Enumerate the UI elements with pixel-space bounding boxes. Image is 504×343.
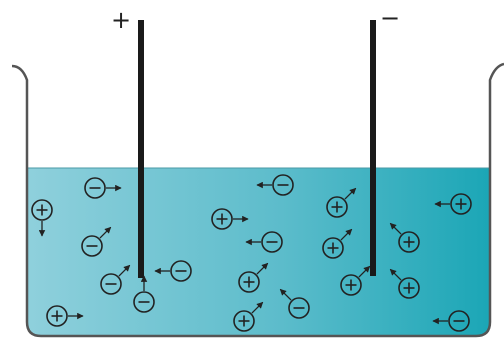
- cathode-electrode: [370, 20, 376, 276]
- anode-sign-label: +: [111, 6, 131, 34]
- cation-ion-circle: [340, 274, 362, 296]
- cation-ion: [389, 222, 420, 253]
- cation-ion-circle: [398, 231, 420, 253]
- anion-ion-circle: [288, 297, 310, 319]
- motion-arrow-icon: [99, 226, 112, 239]
- anode-electrode: [138, 20, 144, 278]
- motion-arrow-icon: [251, 301, 264, 314]
- motion-arrow-icon: [389, 222, 402, 235]
- anion-ion-circle: [84, 177, 106, 199]
- anion-ion-circle: [100, 273, 122, 295]
- cation-ion-circle: [238, 271, 260, 293]
- cation-ion-circle: [31, 199, 53, 221]
- anion-ion-circle: [448, 310, 470, 332]
- cation-ion-circle: [326, 196, 348, 218]
- cation-ion: [211, 208, 249, 230]
- anion-ion-circle: [81, 235, 103, 257]
- cation-ion-circle: [450, 193, 472, 215]
- anion-ion: [100, 264, 131, 295]
- anion-ion: [432, 310, 470, 332]
- anion-ion: [245, 231, 283, 253]
- motion-arrow-icon: [279, 288, 292, 301]
- anion-ion-circle: [170, 260, 192, 282]
- motion-arrow-icon: [358, 265, 371, 278]
- ion-group: [31, 174, 472, 332]
- cation-ion: [340, 265, 371, 296]
- anion-ion: [154, 260, 192, 282]
- anion-ion: [81, 226, 112, 257]
- anion-ion-circle: [272, 174, 294, 196]
- cation-ion: [389, 268, 420, 299]
- cation-ion: [238, 262, 269, 293]
- anion-ion-circle: [133, 291, 155, 313]
- anion-ion-circle: [261, 231, 283, 253]
- cation-ion-circle: [398, 277, 420, 299]
- electrolyte-solution: [27, 168, 490, 336]
- anion-ion: [133, 275, 155, 313]
- cation-ion: [233, 301, 264, 332]
- cation-ion-circle: [322, 237, 344, 259]
- anion-ion: [84, 177, 122, 199]
- cation-ion: [326, 187, 357, 218]
- cation-ion: [322, 228, 353, 259]
- cathode-sign-label: −: [380, 4, 400, 32]
- anion-ion: [279, 288, 310, 319]
- motion-arrow-icon: [340, 228, 353, 241]
- cation-ion-circle: [46, 305, 68, 327]
- beaker: [11, 62, 504, 338]
- motion-arrow-icon: [256, 262, 269, 275]
- cation-ion-circle: [233, 310, 255, 332]
- motion-arrow-icon: [344, 187, 357, 200]
- anion-ion: [256, 174, 294, 196]
- cation-ion: [434, 193, 472, 215]
- cation-ion-circle: [211, 208, 233, 230]
- cation-ion: [31, 199, 53, 237]
- motion-arrow-icon: [118, 264, 131, 277]
- cation-ion: [46, 305, 84, 327]
- motion-arrow-icon: [389, 268, 402, 281]
